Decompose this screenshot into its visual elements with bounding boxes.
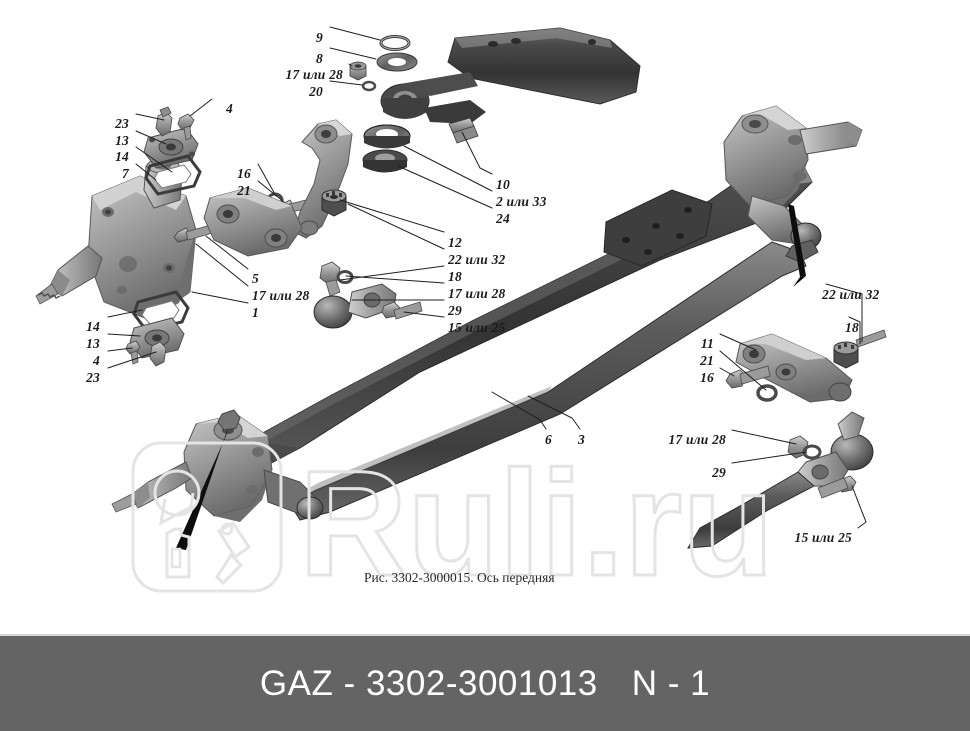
callout-c23bot: 23	[86, 370, 100, 385]
left-lower-arm	[203, 187, 303, 257]
callout-c3: 3	[578, 432, 585, 447]
callout-c13bot: 13	[86, 336, 100, 351]
footer-part-number: GAZ - 3302-3001013	[259, 663, 598, 703]
callout-c22or32a: 22 или 32	[448, 252, 506, 267]
callout-c29b: 29	[712, 465, 726, 480]
callout-c17d: 17 или 28	[668, 432, 726, 447]
callout-c23top: 23	[115, 116, 129, 131]
callout-c21r: 21	[700, 353, 714, 368]
footer-sheet-number: N - 1	[631, 663, 711, 703]
thrust-bearings	[362, 124, 411, 173]
callout-c7: 7	[122, 166, 129, 181]
callout-c20: 20	[309, 84, 323, 99]
callout-c16mid: 16	[237, 166, 251, 181]
callout-c12: 12	[448, 235, 462, 250]
callout-c22or32b: 22 или 32	[822, 287, 880, 302]
callout-c29a: 29	[448, 303, 462, 318]
figure-caption: Рис. 3302-3000015. Ось передняя	[364, 570, 555, 585]
axle-assembly-artwork	[35, 26, 887, 550]
callout-c2or33: 2 или 33	[496, 194, 547, 209]
right-lower-arm	[725, 329, 887, 403]
castle-nut-left	[321, 189, 347, 217]
top-nut-and-pin	[349, 61, 377, 92]
right-steering-knuckle-assembly	[723, 105, 863, 263]
callout-c1: 1	[252, 305, 259, 320]
callout-c4top: 4	[226, 101, 233, 116]
footer-label: GAZ - 3302-3001013 N - 1	[260, 664, 710, 704]
callout-c6: 6	[545, 432, 552, 447]
callout-c24: 24	[496, 211, 510, 226]
footer-bar: GAZ - 3302-3001013 N - 1	[0, 634, 970, 731]
tie-rod-end-left	[313, 261, 423, 329]
callout-c16r: 16	[700, 370, 714, 385]
tie-rod-end-right	[687, 411, 874, 549]
callout-c18a: 18	[448, 269, 462, 284]
callout-c14bot: 14	[86, 319, 100, 334]
callout-c11: 11	[700, 336, 714, 351]
upper-steering-arm	[293, 119, 353, 239]
callout-c15or25a: 15 или 25	[448, 320, 506, 335]
callout-c17b: 17 или 28	[448, 286, 506, 301]
callout-c17a: 17 или 28	[285, 67, 343, 82]
top-washers	[376, 35, 418, 72]
callout-c18b: 18	[845, 320, 859, 335]
callout-c21mid: 21	[237, 183, 251, 198]
callout-c8: 8	[316, 51, 323, 66]
callout-c5: 5	[252, 271, 259, 286]
callout-c9: 9	[316, 30, 323, 45]
lower-cap-assembly	[125, 290, 190, 367]
callout-c10: 10	[496, 177, 510, 192]
king-pin-10	[448, 117, 479, 144]
callout-c17c: 17 или 28	[252, 288, 310, 303]
tie-rod	[289, 241, 807, 521]
callout-c4bot: 4	[93, 353, 100, 368]
upper-cap-assembly	[143, 106, 202, 196]
callout-c14top: 14	[115, 149, 129, 164]
callout-c15or25b: 15 или 25	[794, 530, 852, 545]
upper-bracket-arm	[380, 27, 641, 124]
callout-c13top: 13	[115, 133, 129, 148]
